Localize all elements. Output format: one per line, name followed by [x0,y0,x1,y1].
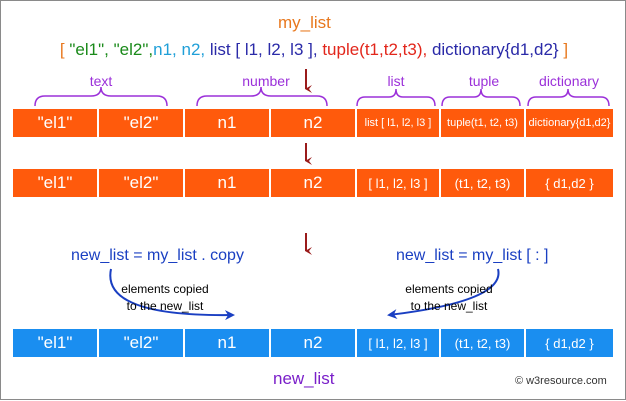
list-row-values: "el1" "el2" n1 n2 [ l1, l2, l3 ] (t1, t2… [13,169,613,197]
title-text: my_list [278,13,331,32]
def-el1: "el1" [69,40,105,59]
def-tuple: tuple(t1,t2,t3), [322,40,428,59]
row3-cell-list: [ l1, l2, l3 ] [357,329,439,357]
def-el2: "el2" [113,40,149,59]
row1-cell-tuple: tuple(t1, t2, t3) [441,109,524,137]
row2-cell-list: [ l1, l2, l3 ] [357,169,439,197]
row2-cell-n1: n1 [185,169,269,197]
row3-cell-dictionary: { d1,d2 } [526,329,613,357]
row2-cell-el1: "el1" [13,169,97,197]
row1-cell-el1: "el1" [13,109,97,137]
copy-note-right: elements copied to the new_list [393,282,505,313]
copy-note-right-line1: elements copied [405,282,493,296]
row2-cell-el2: "el2" [99,169,183,197]
close-bracket: ] [563,40,569,59]
row1-cell-dictionary: dictionary{d1,d2} [526,109,613,137]
list-row-original: "el1" "el2" n1 n2 list [ l1, l2, l3 ] tu… [13,109,613,137]
copyright-icon: © [515,375,524,387]
copy-note-left-line1: elements copied [121,282,209,296]
brace-tuple [441,88,521,107]
brace-list [356,88,436,107]
def-comma2: , [148,40,154,59]
brace-label-tuple: tuple [468,73,500,89]
def-n1: n1, [153,40,177,59]
def-dict: dictionary{d1,d2} [431,40,559,59]
row1-cell-el2: "el2" [99,109,183,137]
watermark-text: w3resource.com [526,375,607,387]
list-row-new: "el1" "el2" n1 n2 [ l1, l2, l3 ] (t1, t2… [13,329,613,357]
title: my_list [278,13,331,33]
brace-label-number: number [242,73,290,89]
copy-arrow-left [109,268,235,321]
list-definition: [ "el1", "el2",n1, n2, list [ l1, l2, l3… [1,40,626,60]
copy-note-left: elements copied to the new_list [109,282,221,313]
row3-cell-tuple: (t1, t2, t3) [441,329,524,357]
brace-label-dictionary: dictionary [539,73,599,89]
new-list-label: new_list [273,369,335,388]
row3-cell-el1: "el1" [13,329,97,357]
copy-note-right-line2: to the new_list [410,299,488,313]
row2-cell-dictionary: { d1,d2 } [526,169,613,197]
def-comma1: , [104,40,109,59]
row3-cell-el2: "el2" [99,329,183,357]
brace-label-text: text [89,73,113,89]
watermark: © w3resource.com [515,375,607,387]
row1-cell-list: list [ l1, l2, l3 ] [357,109,439,137]
row1-cell-n2: n2 [271,109,355,137]
row2-cell-tuple: (t1, t2, t3) [441,169,524,197]
brace-label-list: list [387,73,405,89]
brace-text [34,86,168,107]
copy-method-expression: new_list = my_list . copy [71,247,244,264]
row3-cell-n1: n1 [185,329,269,357]
brace-number [196,86,328,107]
def-list: list [ l1, l2, l3 ], [209,40,318,59]
row3-cell-n2: n2 [271,329,355,357]
brace-dictionary [527,88,610,107]
row1-cell-n1: n1 [185,109,269,137]
copy-arrow-right [387,268,500,320]
copy-note-left-line2: to the new_list [126,299,204,313]
slice-copy-expression: new_list = my_list [ : ] [396,247,549,264]
row2-cell-n2: n2 [271,169,355,197]
def-n2: n2, [181,40,206,59]
open-bracket: [ [59,40,65,59]
